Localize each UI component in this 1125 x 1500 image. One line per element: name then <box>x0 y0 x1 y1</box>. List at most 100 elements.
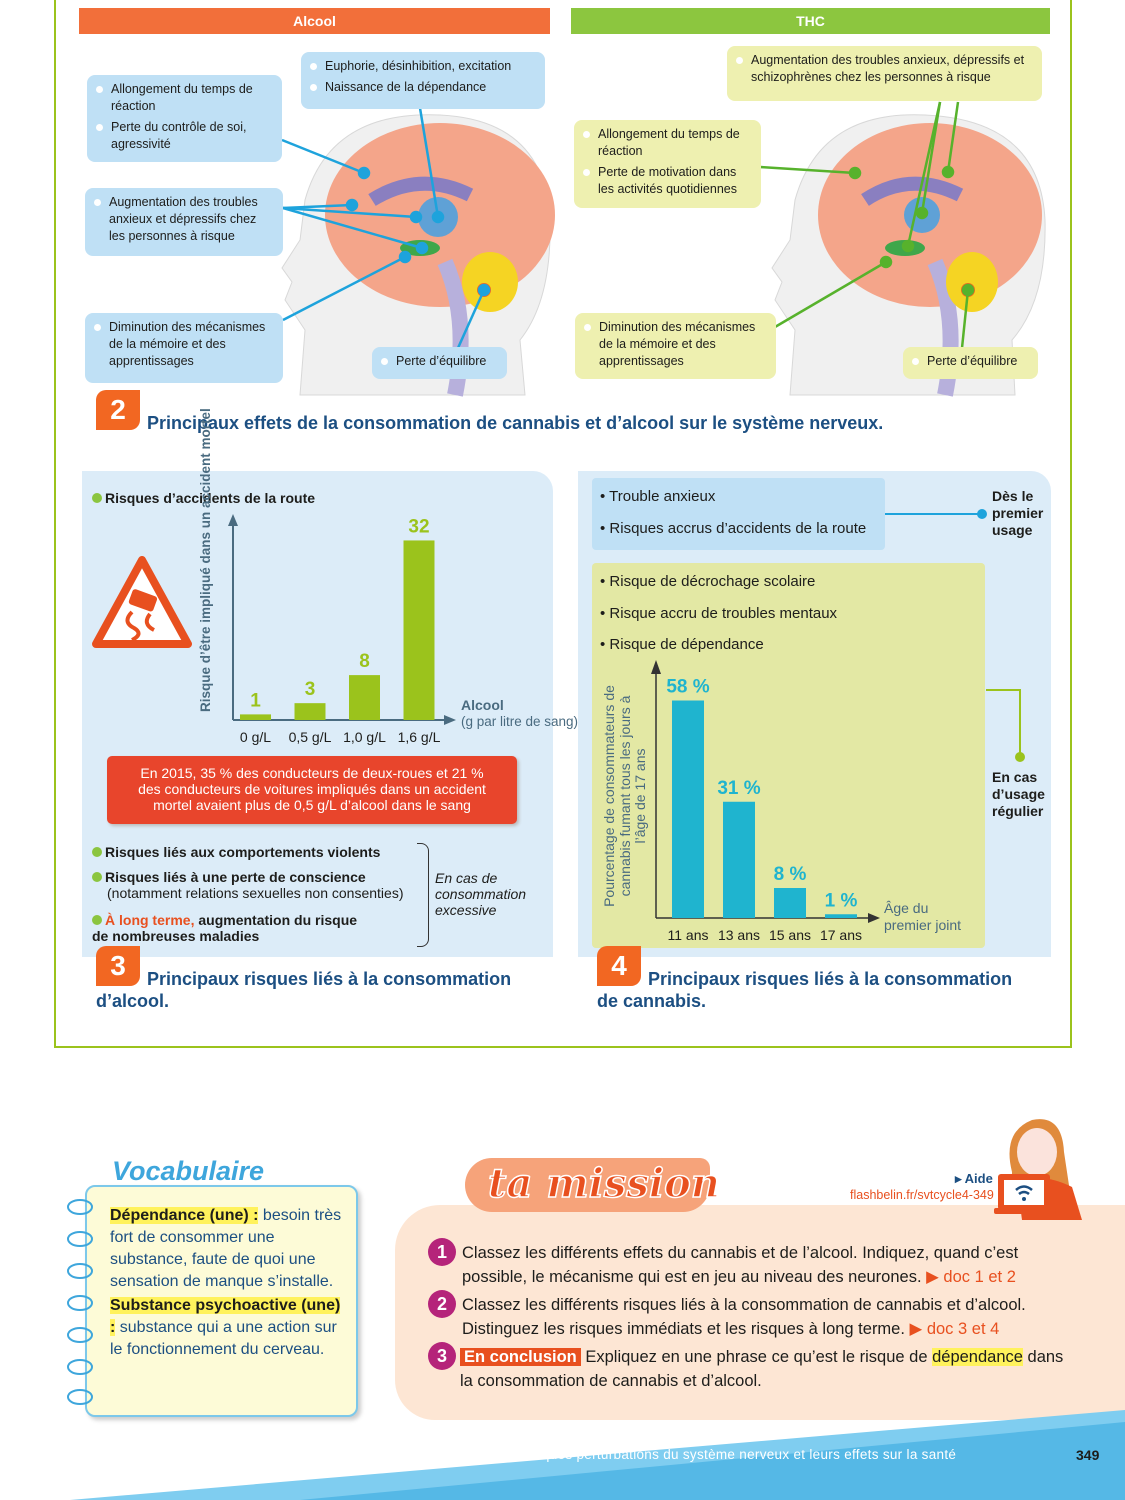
data-label: 3 <box>305 679 316 700</box>
doc-ref-link[interactable]: ▶ doc 1 et 2 <box>926 1268 1016 1286</box>
conclusion-tag: En conclusion <box>460 1348 581 1366</box>
x-tick-label: 17 ans <box>820 927 862 943</box>
question-2: Classez les différents risques liés à la… <box>462 1293 1082 1341</box>
effect: Allongement du temps de réaction <box>96 81 272 115</box>
vocab-entry-dependance: Dépendance (une) : besoin très fort de c… <box>110 1205 342 1293</box>
bar-3 <box>825 914 857 918</box>
y-axis-label: Pourcentage de consommateurs de cannabis… <box>601 685 648 907</box>
mission-title-bg <box>465 1158 710 1212</box>
question-text: dans la consommation de cannabis et d’al… <box>460 1348 1064 1390</box>
risk-item: • Trouble anxieux <box>600 488 716 505</box>
alcool-memoire-box: Diminution des mécanismes de la mémoire … <box>85 313 283 383</box>
question-number-3: 3 <box>428 1342 456 1370</box>
doc2-caption: Principaux effets de la consommation de … <box>147 413 884 433</box>
separator: • <box>499 1447 513 1462</box>
footer-band <box>70 1410 1125 1500</box>
effect: Perte d’équilibre <box>912 353 1028 370</box>
doc4-caption: Principaux risques liés à la consommatio… <box>597 969 1013 1011</box>
effect: Augmentation des troubles anxieux, dépre… <box>736 52 1032 86</box>
first-use-label: Dès le premier usage <box>992 488 1044 538</box>
risk-item: • Risque de décrochage scolaire <box>600 573 816 590</box>
data-label: 58 % <box>666 677 709 698</box>
x-tick-label: 1,6 g/L <box>398 729 441 745</box>
alcohol-statistic-alert: En 2015, 35 % des conducteurs de deux-ro… <box>107 756 517 824</box>
document-frame <box>54 0 1072 1048</box>
road-accident-chart: Risque d’être impliqué dans un accident … <box>198 408 578 745</box>
x-tick-label: 13 ans <box>718 927 760 943</box>
x-tick-label: 15 ans <box>769 927 811 943</box>
question-1: Classez les différents effets du cannabi… <box>462 1241 1082 1289</box>
help-link[interactable]: flashbelin.fr/svtcycle4-349 <box>850 1188 994 1202</box>
slippery-road-sign-icon <box>92 556 192 648</box>
risk-orange: À long terme, <box>105 912 195 928</box>
regular-use-box: • Risque de décrochage scolaire • Risque… <box>592 563 985 948</box>
doc-number-4: 4 <box>597 946 641 986</box>
effect: Naissance de la dépendance <box>310 79 535 96</box>
brain-illustrations <box>281 101 1046 397</box>
thc-equilibre-box: Perte d’équilibre <box>903 347 1038 379</box>
student-with-laptop-illustration <box>994 1119 1082 1220</box>
effect: Perte du contrôle de soi, agressivité <box>96 119 272 153</box>
bar-0 <box>240 714 271 720</box>
question-3: En conclusion Expliquez en une phrase ce… <box>460 1345 1080 1393</box>
doc3-chart-title: Risques d’accidents de la route <box>92 490 315 506</box>
risk-long-term: À long terme, augmentation du risque de … <box>92 912 362 944</box>
question-number-2: 2 <box>428 1290 456 1318</box>
data-label: 1 <box>250 690 261 711</box>
chapter-label: CHAPITRE 22 <box>408 1447 500 1462</box>
data-label: 1 % <box>825 890 858 911</box>
risk-conscience: Risques liés à une perte de conscience(n… <box>92 869 412 901</box>
alcool-header: Alcool <box>79 8 550 34</box>
thc-brain-illustration <box>771 114 1046 397</box>
footer-chapter: CHAPITRE 22 • Quelques perturbations du … <box>408 1447 956 1462</box>
connector-lines <box>885 509 1025 762</box>
effect: Perte d’équilibre <box>381 353 497 370</box>
risk-item: • Risque accru de troubles mentaux <box>600 605 838 622</box>
risk-violence: Risques liés aux comportements violents <box>92 844 412 860</box>
vocab-title: Vocabulaire <box>112 1156 265 1186</box>
alcool-equilibre-box: Perte d’équilibre <box>372 347 507 379</box>
doc-number-2: 2 <box>96 390 140 430</box>
effect: Allongement du temps de réaction <box>583 126 751 160</box>
data-label: 32 <box>408 516 429 537</box>
effect: Perte de motivation dans les activités q… <box>583 164 751 198</box>
x-tick-label: 0,5 g/L <box>289 729 332 745</box>
y-axis-label: Risque d’être impliqué dans un accident … <box>198 408 213 712</box>
effect: Diminution des mécanismes de la mémoire … <box>584 319 766 370</box>
risk-text: Risques liés aux comportements violents <box>105 844 381 860</box>
x-tick-label: 1,0 g/L <box>343 729 386 745</box>
spiral-binding-icon <box>67 1199 93 1405</box>
thc-anxiete-box: Augmentation des troubles anxieux, dépre… <box>727 46 1042 101</box>
vocab-entry-substance: Substance psychoactive (une) : substance… <box>110 1295 342 1361</box>
question-text: Expliquez en une phrase ce qu’est le ris… <box>585 1348 933 1366</box>
question-text: Classez les différents risques liés à la… <box>462 1296 1026 1338</box>
doc-ref-link[interactable]: ▶ doc 3 et 4 <box>909 1320 1000 1338</box>
regular-use-label: En cas d’usage régulier <box>992 769 1045 819</box>
doc-number-3: 3 <box>96 946 140 986</box>
bar-1 <box>294 703 326 720</box>
chapter-title: Quelques perturbations du système nerveu… <box>512 1447 957 1462</box>
x-axis-label: Alcool <box>461 697 504 713</box>
page-number: 349 <box>1076 1447 1100 1463</box>
title-text: Risques d’accidents de la route <box>105 490 316 506</box>
data-label: 31 % <box>717 778 760 799</box>
definition: substance qui a une action sur le foncti… <box>110 1319 337 1358</box>
help-label: ▸ Aide <box>955 1171 993 1186</box>
x-tick-label: 11 ans <box>668 927 709 943</box>
question-text: Classez les différents effets du cannabi… <box>462 1244 1019 1286</box>
effect: Euphorie, désinhibition, excitation <box>310 58 535 75</box>
risk-item: • Risque de dépendance <box>600 636 764 653</box>
effect: Augmentation des troubles anxieux et dép… <box>94 194 273 245</box>
bar-3 <box>403 540 435 720</box>
first-use-box: • Trouble anxieux • Risques accrus d’acc… <box>592 478 885 550</box>
x-axis-unit: (g par litre de sang) <box>461 714 578 729</box>
bracket-note: En cas de consommation excessive <box>435 870 527 918</box>
data-label: 8 <box>359 651 370 672</box>
alcool-anxiete-box: Augmentation des troubles anxieux et dép… <box>85 188 283 256</box>
effect: Diminution des mécanismes de la mémoire … <box>94 319 273 370</box>
mission-title: ta mission <box>487 1159 720 1208</box>
x-axis-label: Âge du premier joint <box>884 900 962 933</box>
